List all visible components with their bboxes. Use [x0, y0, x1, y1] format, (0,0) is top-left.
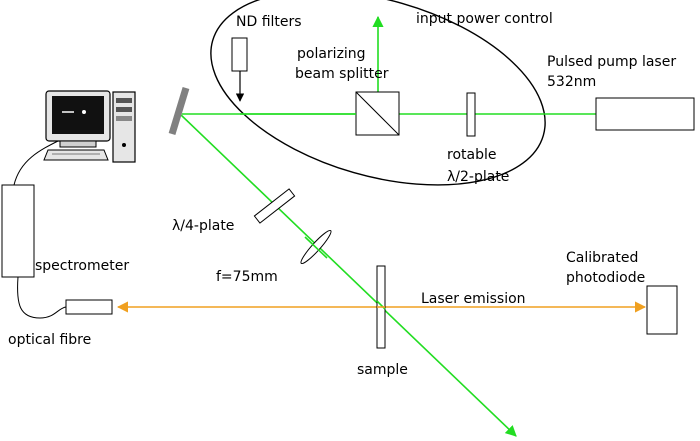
pump-beam-diagonal — [179, 113, 517, 437]
label-nd-filters: ND filters — [236, 14, 302, 30]
mirror — [168, 86, 190, 136]
nd-filter — [231, 37, 248, 72]
label-pump-wavelength: 532nm — [547, 74, 596, 90]
input-power-control-ellipse — [210, 0, 546, 186]
label-pump-laser: Pulsed pump laser — [547, 54, 676, 70]
fibre-cable — [17, 276, 67, 319]
computer-cable — [13, 139, 61, 186]
label-rotable: rotable — [447, 147, 496, 163]
label-sample: sample — [357, 362, 408, 378]
label-focal-length: f=75mm — [216, 269, 278, 285]
label-optical-fibre: optical fibre — [8, 332, 91, 348]
label-photodiode: photodiode — [566, 270, 645, 286]
half-wave-plate — [466, 92, 476, 137]
computer-icon — [43, 90, 136, 163]
label-laser-emission: Laser emission — [421, 291, 526, 307]
photodiode — [646, 285, 678, 335]
label-calibrated: Calibrated — [566, 250, 638, 266]
splitter-diagonal — [355, 91, 400, 136]
quarter-wave-plate — [253, 188, 296, 224]
optical-fibre-connector — [65, 299, 113, 315]
label-polarizing: polarizing — [297, 46, 366, 62]
label-input-power-control: input power control — [416, 11, 553, 27]
spectrometer-box — [1, 184, 35, 278]
label-beam-splitter: beam splitter — [295, 66, 389, 82]
label-half-wave-plate: λ/2-plate — [447, 169, 509, 185]
pump-laser-box — [595, 97, 695, 131]
label-quarter-wave-plate: λ/4-plate — [172, 218, 234, 234]
label-spectrometer: spectrometer — [35, 258, 129, 274]
